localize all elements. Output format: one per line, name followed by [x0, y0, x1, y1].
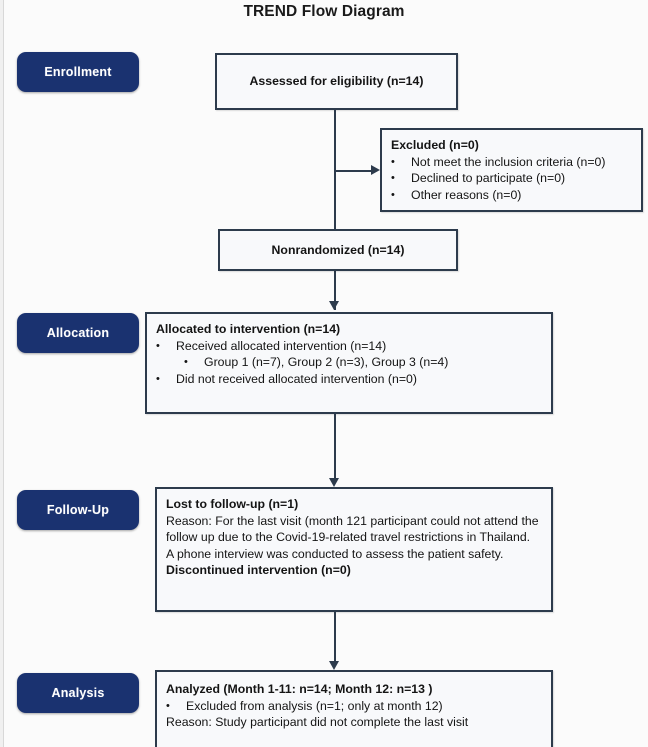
box-analysis-bullet-1-text: Excluded from analysis (n=1; only at mon… [186, 698, 443, 713]
bullet-icon: • [166, 699, 170, 712]
stage-label-allocation-text: Allocation [46, 326, 110, 340]
box-excluded-bullet-3-text: Other reasons (n=0) [411, 187, 522, 202]
stage-label-analysis-text: Analysis [51, 686, 105, 700]
box-excluded-bullet-1-text: Not meet the inclusion criteria (n=0) [411, 154, 606, 169]
box-followup-phone-interview: A phone interview was conducted to asses… [166, 546, 504, 561]
box-excluded-bullet-3: • Other reasons (n=0) [391, 187, 632, 204]
box-allocated-bullet-1: • Received allocated intervention (n=14) [156, 338, 542, 355]
box-excluded-bullet-2: • Declined to participate (n=0) [391, 170, 632, 187]
box-allocated-heading: Allocated to intervention (n=14) [156, 322, 341, 336]
box-allocated-bullet-2: • Did not received allocated interventio… [156, 371, 542, 388]
connector-assessed-to-allocated [334, 110, 336, 310]
bullet-icon: • [156, 372, 160, 385]
box-nonrandomized: Nonrandomized (n=14) [218, 229, 458, 271]
arrowhead-to-followup-icon [329, 478, 339, 487]
stage-label-followup: Follow-Up [17, 490, 139, 530]
bullet-icon: • [184, 356, 188, 368]
bullet-icon: • [391, 155, 395, 168]
stage-label-enrollment: Enrollment [17, 52, 139, 92]
box-followup-reason: Reason: For the last visit (month 121 pa… [166, 513, 539, 545]
box-analysis-reason: Reason: Study participant did not comple… [166, 715, 469, 729]
bullet-icon: • [391, 188, 395, 201]
box-analyzed: Analyzed (Month 1-11: n=14; Month 12: n=… [155, 670, 553, 747]
arrowhead-to-analysis-icon [329, 661, 339, 670]
box-excluded-bullet-1: • Not meet the inclusion criteria (n=0) [391, 154, 632, 171]
bullet-icon: • [391, 172, 395, 184]
stage-label-enrollment-text: Enrollment [44, 65, 112, 79]
box-followup-discontinued: Discontinued intervention (n=0) [166, 563, 351, 577]
page-edge-line [3, 0, 4, 747]
stage-label-analysis: Analysis [17, 673, 139, 713]
box-allocated-bullet-1-sub: • Group 1 (n=7), Group 2 (n=3), Group 3 … [156, 354, 542, 371]
arrowhead-to-excluded-icon [371, 165, 380, 175]
page-title: TREND Flow Diagram [243, 3, 405, 20]
box-followup-heading: Lost to follow-up (n=1) [166, 497, 299, 511]
box-excluded-bullet-2-text: Declined to participate (n=0) [411, 171, 566, 185]
connector-assessed-to-excluded [336, 170, 372, 172]
box-allocated-bullet-1-sub-text: Group 1 (n=7), Group 2 (n=3), Group 3 (n… [204, 355, 449, 369]
arrowhead-to-allocated-icon [329, 301, 339, 310]
box-analysis-heading: Analyzed (Month 1-11: n=14; Month 12: n=… [166, 682, 433, 696]
box-allocated-to-intervention: Allocated to intervention (n=14) • Recei… [145, 312, 553, 414]
box-excluded: Excluded (n=0) • Not meet the inclusion … [380, 128, 643, 212]
box-analysis-bullet-1: • Excluded from analysis (n=1; only at m… [166, 698, 542, 715]
stage-label-followup-text: Follow-Up [46, 503, 110, 517]
box-assessed-for-eligibility: Assessed for eligibility (n=14) [215, 53, 458, 110]
page-edge-shadow [0, 0, 3, 747]
box-excluded-heading: Excluded (n=0) [391, 138, 479, 152]
connector-allocated-to-followup [334, 414, 336, 479]
stage-label-allocation: Allocation [17, 313, 139, 353]
connector-followup-to-analysis [334, 612, 336, 662]
bullet-icon: • [156, 339, 160, 352]
box-nonrandomized-heading: Nonrandomized (n=14) [271, 242, 405, 257]
box-allocated-bullet-2-text: Did not received allocated intervention … [176, 371, 417, 386]
box-assessed-heading: Assessed for eligibility (n=14) [249, 74, 424, 89]
box-allocated-bullet-1-text: Received allocated intervention (n=14) [176, 338, 387, 353]
box-lost-to-followup: Lost to follow-up (n=1) Reason: For the … [155, 487, 553, 612]
